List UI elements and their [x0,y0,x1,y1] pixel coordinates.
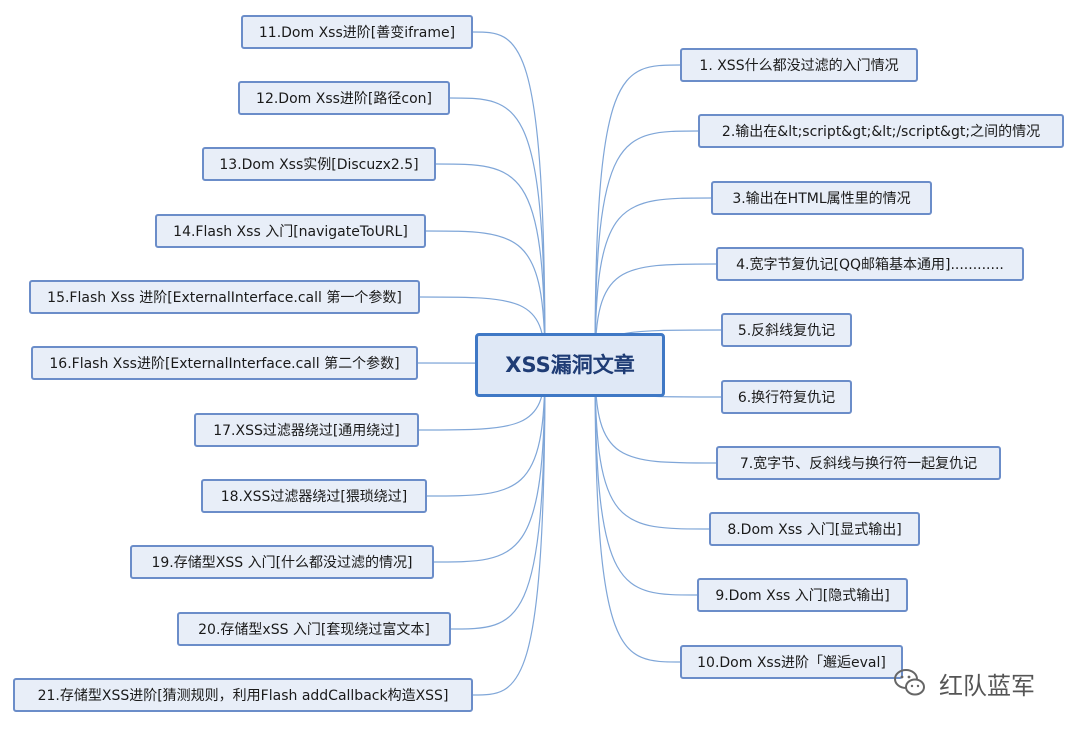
watermark: 红队蓝军 [893,658,1035,708]
watermark-text: 红队蓝军 [939,671,1035,700]
topic-node-7[interactable]: 7.宽字节、反斜线与换行符一起复仇记 [716,446,1001,480]
topic-node-12[interactable]: 12.Dom Xss进阶[路径con] [238,81,450,115]
connector-left-10 [450,364,546,630]
topic-node-17[interactable]: 17.XSS过滤器绕过[通用绕过] [194,413,419,447]
topic-node-14[interactable]: 14.Flash Xss 入门[navigateToURL] [155,214,426,248]
topic-node-1[interactable]: 1. XSS什么都没过滤的入门情况 [680,48,918,82]
topic-node-4[interactable]: 4.宽字节复仇记[QQ邮箱基本通用]............ [716,247,1024,281]
root-node[interactable]: XSS漏洞文章 [475,333,665,397]
topic-node-8[interactable]: 8.Dom Xss 入门[显式输出] [709,512,920,546]
topic-node-3[interactable]: 3.输出在HTML属性里的情况 [711,181,932,215]
connector-right-4 [594,263,717,366]
topic-node-20[interactable]: 20.存储型xSS 入门[套现绕过富文本] [177,612,451,646]
connector-left-3 [435,163,546,366]
connector-right-2 [594,130,699,366]
connector-right-8 [594,364,710,530]
topic-node-18[interactable]: 18.XSS过滤器绕过[猥琐绕过] [201,479,427,513]
topic-node-13[interactable]: 13.Dom Xss实例[Discuzx2.5] [202,147,436,181]
connector-right-3 [594,197,712,366]
topic-node-21[interactable]: 21.存储型XSS进阶[猜测规则，利用Flash addCallback构造XS… [13,678,473,712]
connector-left-11 [472,364,546,696]
topic-node-16[interactable]: 16.Flash Xss进阶[ExternalInterface.call 第二… [31,346,418,380]
wechat-icon [894,669,925,696]
topic-node-11[interactable]: 11.Dom Xss进阶[善变iframe] [241,15,473,49]
topic-node-2[interactable]: 2.输出在&lt;script&gt;&lt;/script&gt;之间的情况 [698,114,1064,148]
topic-node-6[interactable]: 6.换行符复仇记 [721,380,852,414]
connector-left-4 [425,230,546,366]
connector-left-2 [449,97,546,366]
topic-node-19[interactable]: 19.存储型XSS 入门[什么都没过滤的情况] [130,545,434,579]
topic-node-15[interactable]: 15.Flash Xss 进阶[ExternalInterface.call 第… [29,280,420,314]
topic-node-9[interactable]: 9.Dom Xss 入门[隐式输出] [697,578,908,612]
topic-node-5[interactable]: 5.反斜线复仇记 [721,313,852,347]
topic-node-10[interactable]: 10.Dom Xss进阶「邂逅eval] [680,645,903,679]
connector-left-8 [426,364,546,497]
connector-left-9 [433,364,546,563]
connector-right-10 [594,364,681,663]
connector-right-1 [594,64,681,366]
connector-left-1 [472,31,546,366]
connector-right-9 [594,364,698,596]
